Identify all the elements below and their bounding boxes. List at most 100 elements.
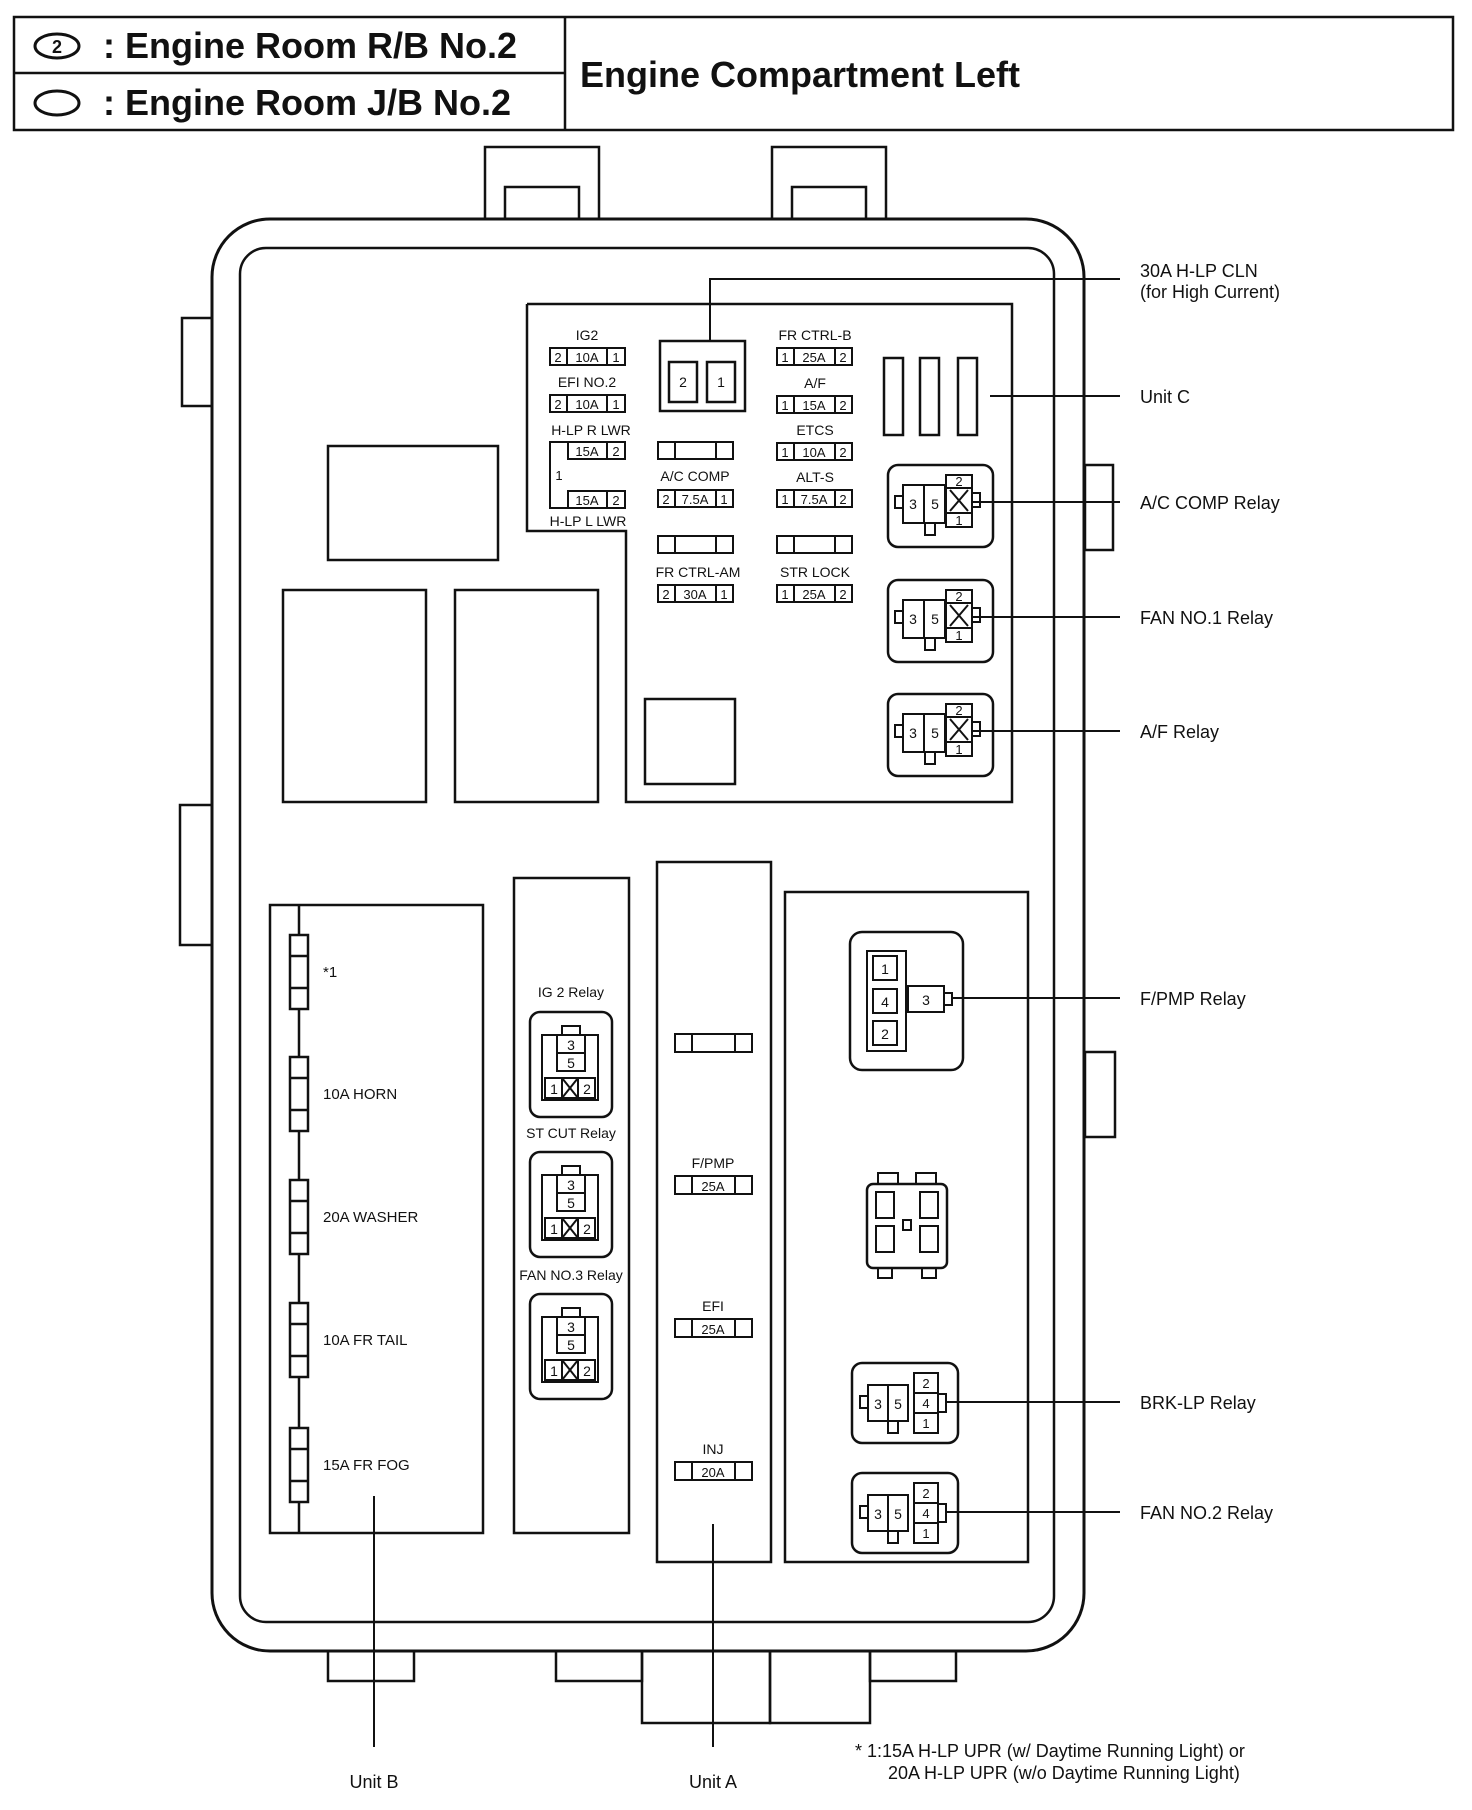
svg-text:A/C COMP: A/C COMP xyxy=(660,468,729,484)
svg-text:IG 2 Relay: IG 2 Relay xyxy=(538,984,604,1000)
st-cut-relay: ST CUT Relay 3 5 1 2 xyxy=(526,1125,616,1259)
fuse-ac-comp: A/C COMP 2 7.5A 1 xyxy=(657,468,734,508)
svg-text:1: 1 xyxy=(717,374,725,390)
svg-text:5: 5 xyxy=(894,1396,902,1412)
svg-text:1: 1 xyxy=(781,492,788,507)
svg-text:FAN NO.3 Relay: FAN NO.3 Relay xyxy=(519,1267,622,1283)
svg-text:15A: 15A xyxy=(575,444,598,459)
svg-text:2: 2 xyxy=(583,1363,591,1379)
hlp-cln-fuse: 2 1 xyxy=(658,339,747,413)
fuse-alt-s: ALT-S 1 7.5A 2 xyxy=(776,469,853,508)
top-fuse-block: 2 1 IG2 2 10A 1 EFI NO.2 2 10A 1 xyxy=(281,302,1014,804)
svg-text:1: 1 xyxy=(881,961,889,977)
svg-text:10A: 10A xyxy=(575,350,598,365)
location-title: Engine Compartment Left xyxy=(580,54,1020,95)
svg-text:5: 5 xyxy=(931,496,939,512)
svg-text:1: 1 xyxy=(781,445,788,460)
svg-text:3: 3 xyxy=(909,611,917,627)
svg-text:1: 1 xyxy=(555,468,562,483)
ig2-relay: IG 2 Relay 3 5 1 2 xyxy=(528,984,614,1119)
svg-text:FR CTRL-AM: FR CTRL-AM xyxy=(656,564,741,580)
callout-labels: 30A H-LP CLN (for High Current) Unit C A… xyxy=(349,261,1280,1792)
svg-text:ETCS: ETCS xyxy=(796,422,833,438)
unit-b: *1 10A HORN 20A WASHER 10A FR TAIL 15A F… xyxy=(268,903,485,1535)
svg-text:3: 3 xyxy=(922,992,930,1008)
callout-fan2-relay: FAN NO.2 Relay xyxy=(1140,1503,1273,1523)
svg-text:1: 1 xyxy=(720,587,727,602)
svg-text:2: 2 xyxy=(922,1486,929,1501)
svg-text:STR LOCK: STR LOCK xyxy=(780,564,851,580)
unit-b-fuse-label: 10A FR TAIL xyxy=(323,1332,408,1349)
svg-text:INJ: INJ xyxy=(703,1441,724,1457)
footnote-line1: * 1:15A H-LP UPR (w/ Daytime Running Lig… xyxy=(855,1741,1245,1761)
svg-text:2: 2 xyxy=(583,1221,591,1237)
svg-text:2: 2 xyxy=(612,493,619,508)
svg-text:3: 3 xyxy=(909,496,917,512)
fuse-fpmp: F/PMP 25A xyxy=(674,1155,753,1195)
svg-text:5: 5 xyxy=(894,1506,902,1522)
svg-text:25A: 25A xyxy=(802,350,825,365)
svg-text:EFI: EFI xyxy=(702,1298,724,1314)
svg-text:2: 2 xyxy=(839,350,846,365)
svg-text:FR CTRL-B: FR CTRL-B xyxy=(778,327,851,343)
jb-symbol-icon xyxy=(33,89,81,117)
svg-text:30A: 30A xyxy=(683,587,706,602)
svg-text:1: 1 xyxy=(955,628,962,643)
fpmp-relay: 1 4 3 2 xyxy=(848,930,965,1072)
svg-text:2: 2 xyxy=(662,587,669,602)
empty-relay-socket xyxy=(865,1172,949,1279)
svg-text:1: 1 xyxy=(922,1526,929,1541)
svg-text:F/PMP: F/PMP xyxy=(692,1155,735,1171)
svg-text:15A: 15A xyxy=(802,398,825,413)
svg-text:3: 3 xyxy=(567,1319,575,1335)
fuse-fr-ctrl-am: FR CTRL-AM 2 30A 1 xyxy=(656,564,741,603)
svg-text:5: 5 xyxy=(931,725,939,741)
svg-text:10A: 10A xyxy=(802,445,825,460)
callout-hlp-cln-note: (for High Current) xyxy=(1140,282,1280,302)
svg-text:4: 4 xyxy=(922,1506,929,1521)
svg-text:2: 2 xyxy=(955,703,962,718)
callout-fpmp-relay: F/PMP Relay xyxy=(1140,989,1246,1009)
box-housing xyxy=(178,145,1117,1725)
svg-text:2: 2 xyxy=(554,397,561,412)
right-relay-block: 1 4 3 2 xyxy=(783,890,1030,1564)
svg-text:H-LP L LWR: H-LP L LWR xyxy=(550,513,627,529)
svg-text:1: 1 xyxy=(550,1221,558,1237)
ac-comp-relay: 3 5 2 1 xyxy=(886,463,995,549)
rb-symbol-icon xyxy=(33,32,81,60)
svg-text:2: 2 xyxy=(839,445,846,460)
unit-c-slots xyxy=(882,356,979,437)
svg-text:2: 2 xyxy=(679,374,687,390)
fuse-str-lock: STR LOCK 1 25A 2 xyxy=(776,564,853,603)
fuse-efi-no2: EFI NO.2 2 10A 1 xyxy=(549,374,626,413)
unit-b-fuse-label: 10A HORN xyxy=(323,1086,397,1103)
svg-text:1: 1 xyxy=(781,587,788,602)
svg-text:2: 2 xyxy=(922,1376,929,1391)
svg-text:2: 2 xyxy=(583,1081,591,1097)
svg-text:ST CUT Relay: ST CUT Relay xyxy=(526,1125,616,1141)
svg-text:A/F: A/F xyxy=(804,375,826,391)
svg-text:3: 3 xyxy=(874,1506,882,1522)
svg-text:2: 2 xyxy=(612,444,619,459)
svg-text:1: 1 xyxy=(955,742,962,757)
callout-lines xyxy=(373,278,1120,1747)
svg-text:3: 3 xyxy=(567,1037,575,1053)
svg-text:1: 1 xyxy=(922,1416,929,1431)
callout-af-relay: A/F Relay xyxy=(1140,722,1219,742)
svg-text:25A: 25A xyxy=(802,587,825,602)
unit-b-fuse-label: 20A WASHER xyxy=(323,1209,418,1226)
svg-text:2: 2 xyxy=(839,398,846,413)
callout-ac-comp-relay: A/C COMP Relay xyxy=(1140,493,1280,513)
rb-symbol-number: 2 xyxy=(52,37,62,57)
svg-text:5: 5 xyxy=(567,1055,575,1071)
unit-b-fuse-label: 15A FR FOG xyxy=(323,1457,410,1474)
svg-text:EFI NO.2: EFI NO.2 xyxy=(558,374,617,390)
callout-hlp-cln: 30A H-LP CLN xyxy=(1140,261,1258,281)
callout-fan1-relay: FAN NO.1 Relay xyxy=(1140,608,1273,628)
fuse-inj: INJ 20A xyxy=(674,1441,753,1481)
svg-text:4: 4 xyxy=(922,1396,929,1411)
svg-text:3: 3 xyxy=(567,1177,575,1193)
svg-text:2: 2 xyxy=(955,474,962,489)
fuse-af: A/F 1 15A 2 xyxy=(776,375,853,414)
